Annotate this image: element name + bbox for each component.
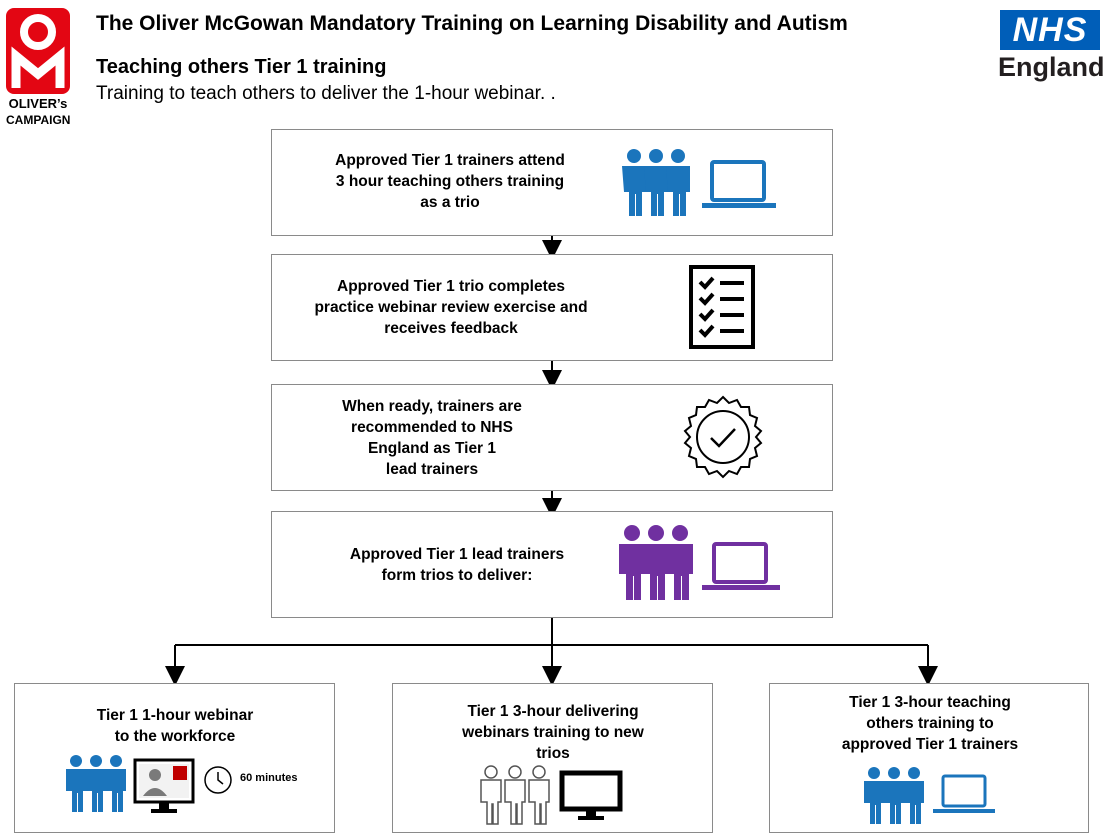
- webinar-monitor-icon: [133, 758, 195, 813]
- output-2-line-2: webinars training to new: [462, 724, 644, 741]
- people-laptop-icon: [864, 767, 995, 824]
- step-4-box: Approved Tier 1 lead trainers form trios…: [271, 511, 833, 618]
- step-3-box: When ready, trainers are recommended to …: [271, 384, 833, 491]
- output-3-line-2: others training to: [866, 715, 994, 732]
- duration-label: 60 minutes: [240, 772, 298, 784]
- monitor-icon: [559, 770, 623, 820]
- step-3-line-1: When ready, trainers are: [342, 398, 522, 415]
- step-2-line-3: receives feedback: [384, 320, 518, 337]
- olivers-campaign-logo: OLIVER’s CAMPAIGN: [6, 8, 70, 132]
- step-2-line-1: Approved Tier 1 trio completes: [337, 278, 565, 295]
- nhs-england-text: England: [998, 52, 1104, 82]
- people-icon: [66, 755, 126, 812]
- step-1-line-1: Approved Tier 1 trainers attend: [335, 152, 565, 169]
- output-1-line-1: Tier 1 1-hour webinar: [96, 707, 254, 724]
- output-1-box: Tier 1 1-hour webinar to the workforce 6…: [14, 683, 335, 833]
- output-3-box: Tier 1 3-hour teaching others training t…: [769, 683, 1089, 833]
- step-1-line-3: as a trio: [420, 194, 480, 211]
- people-laptop-icon: [622, 149, 776, 216]
- output-3-line-3: approved Tier 1 trainers: [841, 736, 1019, 753]
- output-1-line-2: to the workforce: [114, 728, 236, 745]
- output-2-line-1: Tier 1 3-hour delivering: [467, 703, 639, 720]
- nhs-badge: NHS: [1000, 10, 1100, 50]
- step-3-line-2: recommended to NHS: [351, 419, 513, 436]
- certificate-seal-icon: [683, 395, 763, 479]
- step-1-line-2: 3 hour teaching others training: [335, 173, 565, 190]
- logo-line-1: OLIVER’s: [8, 96, 68, 111]
- step-3-line-4: lead trainers: [385, 461, 479, 478]
- section-description: Training to teach others to deliver the …: [96, 83, 556, 104]
- people-laptop-icon: [619, 525, 780, 600]
- output-3-line-1: Tier 1 3-hour teaching: [849, 694, 1011, 711]
- step-3-line-3: England as Tier 1: [367, 440, 497, 457]
- step-1-box: Approved Tier 1 trainers attend 3 hour t…: [271, 129, 833, 236]
- output-2-line-3: trios: [536, 745, 570, 762]
- people-outline-icon: [480, 765, 550, 825]
- step-4-line-2: form trios to deliver:: [381, 567, 533, 584]
- output-2-box: Tier 1 3-hour delivering webinars traini…: [392, 683, 713, 833]
- logo-line-2: CAMPAIGN: [6, 113, 71, 127]
- page-title: The Oliver McGowan Mandatory Training on…: [96, 12, 848, 35]
- checklist-icon: [689, 265, 755, 349]
- step-2-box: Approved Tier 1 trio completes practice …: [271, 254, 833, 361]
- clock-icon: [204, 766, 232, 794]
- nhs-england-logo: NHS England: [998, 10, 1104, 88]
- section-title: Teaching others Tier 1 training: [96, 56, 387, 78]
- step-2-line-2: practice webinar review exercise and: [314, 299, 588, 316]
- step-4-line-1: Approved Tier 1 lead trainers: [349, 546, 565, 563]
